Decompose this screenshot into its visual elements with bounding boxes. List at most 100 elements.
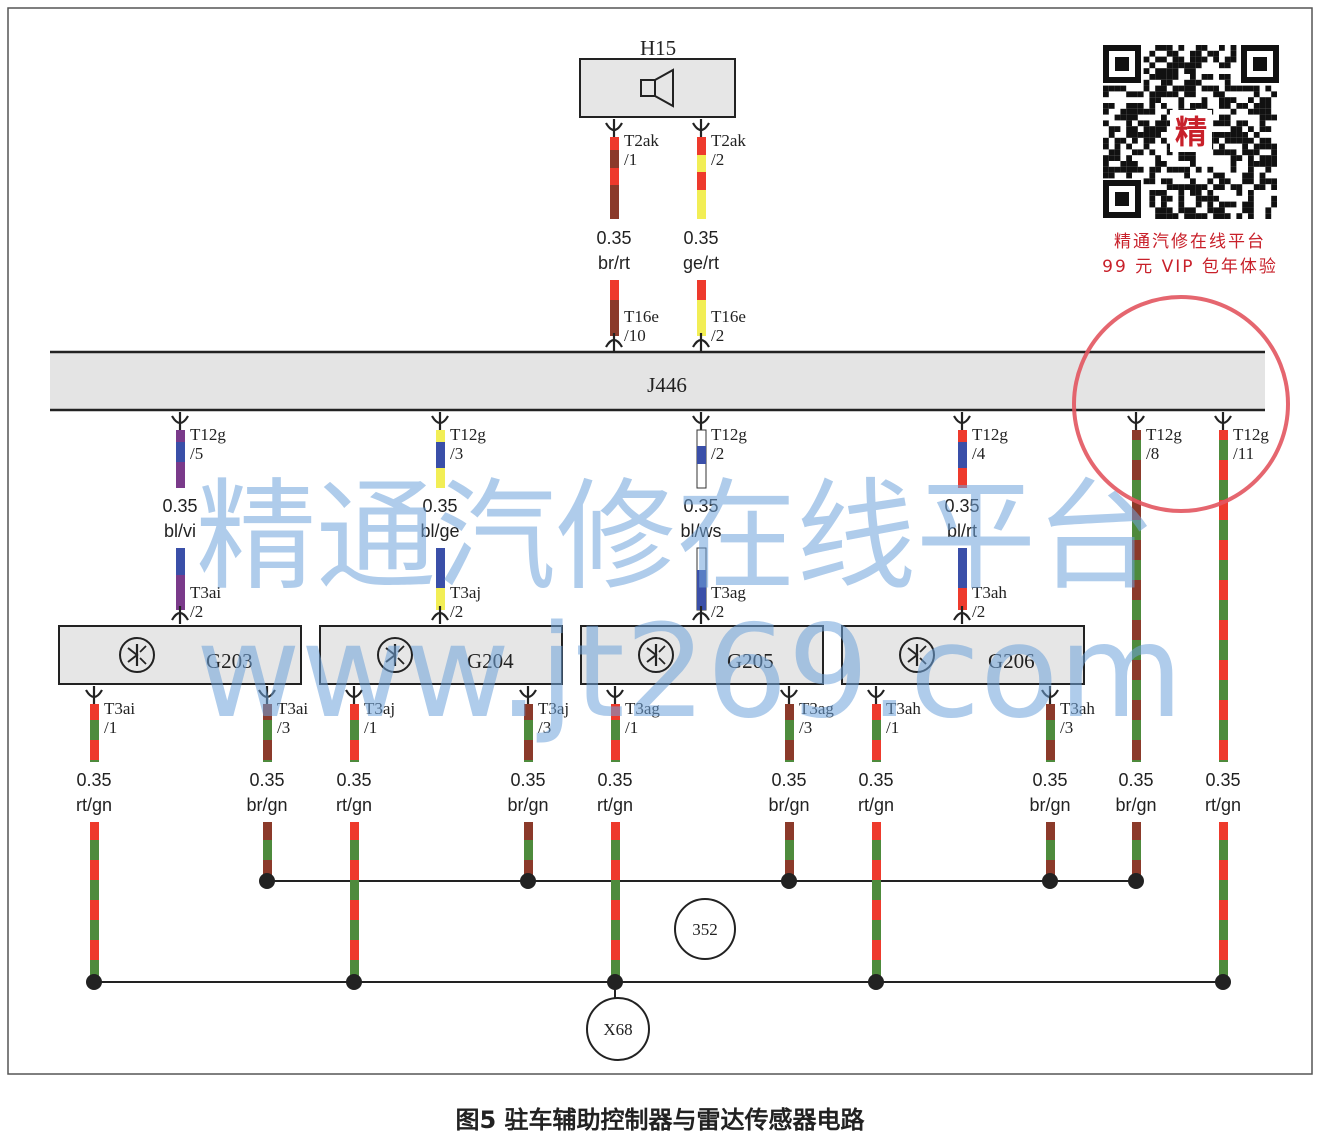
- sensor-label: G206: [988, 649, 1035, 673]
- wire-color-code: ge/rt: [683, 253, 719, 273]
- sensor-icon: [638, 637, 674, 673]
- wire-connector: T3ai: [190, 583, 221, 602]
- wire-size: 0.35: [596, 228, 631, 248]
- svg-text:X68: X68: [603, 1020, 632, 1039]
- wire-connector: T2ak: [624, 131, 659, 150]
- sensor-g203: G203: [58, 625, 302, 685]
- speaker-wire-1: T2ak /1 0.35 br/rt T16e /10: [596, 117, 659, 353]
- svg-text:T3ai: T3ai: [104, 699, 135, 718]
- wire-pin: /2: [972, 602, 985, 621]
- sensor-label: G205: [727, 649, 774, 673]
- svg-text:/3: /3: [799, 718, 812, 737]
- promo-line-2: 99 元 VIP 包年体验: [1102, 257, 1278, 277]
- svg-text:T3ah: T3ah: [1060, 699, 1095, 718]
- controller-label: J446: [647, 373, 687, 397]
- wire-size: 0.35: [249, 770, 284, 790]
- svg-text:/8: /8: [1146, 444, 1159, 463]
- svg-text:T3aj: T3aj: [364, 699, 395, 718]
- wire-color-code: bl/rt: [947, 521, 977, 541]
- sensor-label: G203: [206, 649, 253, 673]
- sensor-wire-g206: T12g /4 0.35 bl/rt T3ah /2: [944, 410, 1008, 626]
- speaker-icon: [640, 68, 674, 108]
- wire-color-code: br/gn: [1115, 795, 1156, 815]
- wire-color-code: rt/gn: [597, 795, 633, 815]
- wire-connector: T3ag: [711, 583, 746, 602]
- svg-text:/11: /11: [1233, 444, 1254, 463]
- wire-size: 0.35: [76, 770, 111, 790]
- svg-text:/1: /1: [625, 718, 638, 737]
- svg-text:/3: /3: [277, 718, 290, 737]
- watermark-text-url: www.jt269.com: [196, 598, 1183, 747]
- bottom-wire-6: T3ag /3 0.35 br/gn: [768, 684, 834, 889]
- wire-size: 0.35: [510, 770, 545, 790]
- wire-color-code: rt/gn: [1205, 795, 1241, 815]
- sensor-g204: G204: [319, 625, 563, 685]
- wire-connector: T16e: [711, 307, 746, 326]
- svg-text:T3ah: T3ah: [886, 699, 921, 718]
- wire-pin: /1: [624, 150, 637, 169]
- wire-pin: /2: [711, 444, 724, 463]
- bottom-wire-5: T3ag /1 0.35 rt/gn: [597, 684, 660, 990]
- svg-text:/1: /1: [886, 718, 899, 737]
- wire-pin: /5: [190, 444, 203, 463]
- promo-qr-code: 精: [1103, 45, 1279, 219]
- svg-text:T3ag: T3ag: [625, 699, 660, 718]
- wire-color-code: br/gn: [507, 795, 548, 815]
- wire-color-code: br/rt: [598, 253, 630, 273]
- sensor-icon: [377, 637, 413, 673]
- speaker-wire-2: T2ak /2 0.35 ge/rt T16e /2: [683, 117, 746, 353]
- sensor-wire-g203: T12g /5 0.35 bl/vi T3ai /2: [162, 410, 226, 626]
- wire-pin: /2: [711, 150, 724, 169]
- wire-size: 0.35: [858, 770, 893, 790]
- wire-size: 0.35: [1118, 770, 1153, 790]
- svg-text:/3: /3: [538, 718, 551, 737]
- wire-connector: T2ak: [711, 131, 746, 150]
- bottom-wire-1: T3ai /1 0.35 rt/gn: [76, 684, 135, 990]
- wire-size: 0.35: [1205, 770, 1240, 790]
- wire-size: 0.35: [683, 228, 718, 248]
- diagram-frame: [7, 7, 1313, 1075]
- highlight-circle: [1072, 295, 1290, 513]
- wire-size: 0.35: [771, 770, 806, 790]
- wire-connector: T3ah: [972, 583, 1007, 602]
- bottom-wire-10: T12g /11 0.35 rt/gn: [1205, 410, 1269, 990]
- wire-color-code: rt/gn: [858, 795, 894, 815]
- wire-connector: T3aj: [450, 583, 481, 602]
- wire-pin: /2: [711, 326, 724, 345]
- wire-pin: /2: [450, 602, 463, 621]
- controller-j446: J446: [50, 350, 1265, 412]
- bottom-wire-9: T12g /8 0.35 br/gn: [1115, 410, 1182, 889]
- bottom-wire-4: T3aj /3 0.35 br/gn: [507, 684, 569, 889]
- wire-pin: /2: [711, 602, 724, 621]
- svg-text:T3ai: T3ai: [277, 699, 308, 718]
- wire-color-code: br/gn: [246, 795, 287, 815]
- wire-connector: T12g: [190, 425, 226, 444]
- qr-center-glyph: 精: [1175, 113, 1207, 151]
- bottom-wire-8: T3ah /3 0.35 br/gn: [1029, 684, 1095, 889]
- sensor-icon: [119, 637, 155, 673]
- svg-text:T12g: T12g: [1146, 425, 1182, 444]
- wire-color-code: br/gn: [768, 795, 809, 815]
- wire-color-code: bl/ws: [680, 521, 721, 541]
- wire-color-code: rt/gn: [336, 795, 372, 815]
- wire-color-code: bl/vi: [164, 521, 196, 541]
- svg-text:T12g: T12g: [1233, 425, 1269, 444]
- svg-text:/3: /3: [1060, 718, 1073, 737]
- wire-pin: /3: [450, 444, 463, 463]
- sensor-wire-g205: T12g /2 0.35 bl/ws T3ag /2: [680, 410, 747, 626]
- wire-size: 0.35: [597, 770, 632, 790]
- svg-text:/1: /1: [104, 718, 117, 737]
- svg-text:/1: /1: [364, 718, 377, 737]
- wire-size: 0.35: [336, 770, 371, 790]
- wire-color-code: br/gn: [1029, 795, 1070, 815]
- wire-connector: T12g: [711, 425, 747, 444]
- wire-size: 0.35: [162, 496, 197, 516]
- wire-connector: T12g: [972, 425, 1008, 444]
- svg-text:352: 352: [692, 920, 718, 939]
- wire-pin: /10: [624, 326, 646, 345]
- sensor-g205: G205: [580, 625, 824, 685]
- bottom-wire-7: T3ah /1 0.35 rt/gn: [858, 684, 921, 990]
- bottom-wire-2: T3ai /3 0.35 br/gn: [246, 684, 308, 889]
- promo-line-1: 精通汽修在线平台: [1114, 232, 1266, 252]
